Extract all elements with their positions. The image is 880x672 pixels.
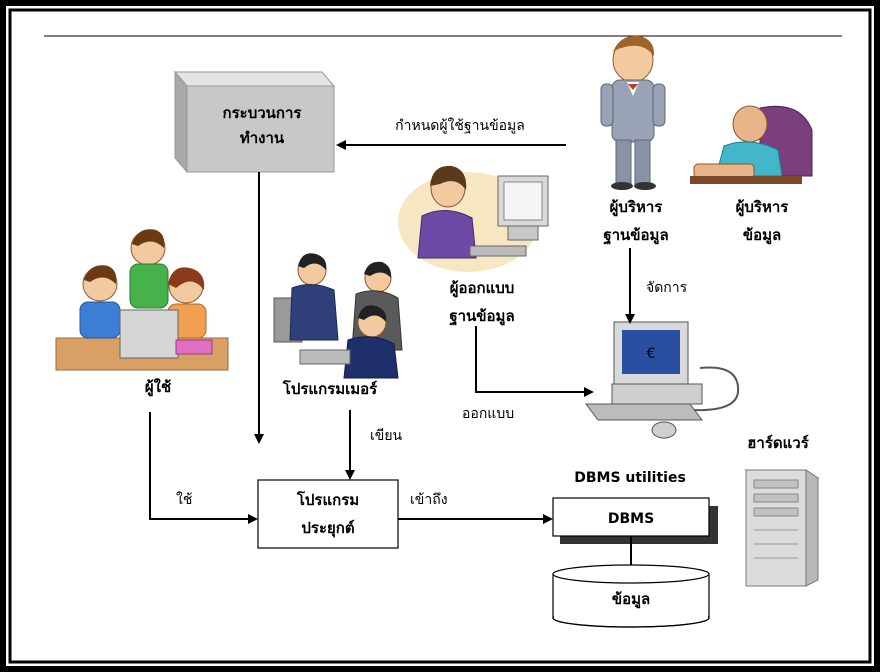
computer-figure: € <box>585 321 740 439</box>
dbms-box: DBMS <box>552 497 718 544</box>
programmers-figure <box>273 253 403 379</box>
work-process-label-1: กระบวนการ <box>223 104 303 122</box>
work-process-box: กระบวนการ ทำงาน <box>173 70 336 174</box>
app-program-box: โปรแกรม ประยุกต์ <box>257 479 399 549</box>
screen-glyph: € <box>647 346 656 362</box>
edge-label-design: ออกแบบ <box>462 406 514 422</box>
db-designer-figure <box>398 165 549 272</box>
edge-label-define-users: กำหนดผู้ใช้ฐานข้อมูล <box>395 117 525 134</box>
dbms-label: DBMS <box>608 511 654 527</box>
db-admin-figure <box>600 35 666 190</box>
app-program-label-1: โปรแกรม <box>296 490 359 509</box>
edge-label-use: ใช้ <box>176 491 192 508</box>
arrow-use <box>149 412 258 524</box>
programmer-label: โปรแกรมเมอร์ <box>282 379 378 398</box>
data-admin-figure <box>690 105 813 184</box>
hardware-label: ฮาร์ดแวร์ <box>747 434 809 452</box>
arrow-design <box>475 326 594 397</box>
data-admin-label-2: ข้อมูล <box>743 226 781 245</box>
edge-label-manage: จัดการ <box>646 280 688 296</box>
edge-label-access: เข้าถึง <box>410 492 448 508</box>
end-user-label: ผู้ใช้ <box>145 378 171 397</box>
dbms-utilities-label: DBMS utilities <box>574 470 686 486</box>
db-designer-label-2: ฐานข้อมูล <box>449 307 514 326</box>
hardware-server-figure <box>744 469 820 587</box>
db-designer-label-1: ผู้ออกแบบ <box>450 279 515 298</box>
db-admin-label-2: ฐานข้อมูล <box>603 226 668 245</box>
work-process-label-2: ทำงาน <box>240 129 285 147</box>
app-program-label-2: ประยุกต์ <box>301 519 354 538</box>
edge-label-write: เขียน <box>370 428 403 444</box>
end-users-figure <box>55 229 229 371</box>
data-admin-label-1: ผู้บริหาร <box>736 198 790 217</box>
frame-inner-line <box>8 8 872 664</box>
db-admin-label-1: ผู้บริหาร <box>610 198 664 217</box>
database-cylinder: ข้อมูล <box>552 564 710 628</box>
data-store-label: ข้อมูล <box>612 590 650 609</box>
